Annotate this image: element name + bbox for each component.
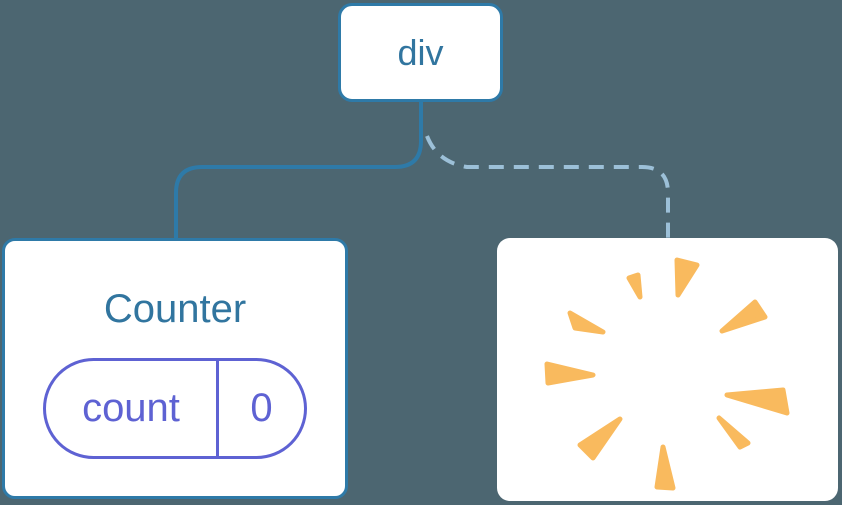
- poof-wedge: [567, 310, 606, 335]
- removed-component-card: [497, 238, 838, 501]
- node-div-label: div: [397, 31, 444, 73]
- poof-wedge: [577, 416, 623, 461]
- state-key-label: count: [46, 361, 219, 456]
- poof-wedge: [719, 299, 768, 334]
- connector-dashed-line: [425, 135, 670, 239]
- poof-wedge: [674, 257, 700, 298]
- state-value-label: 0: [250, 386, 273, 430]
- poof-icon: [544, 257, 790, 491]
- poof-wedge: [716, 415, 751, 450]
- state-pill: count 0: [43, 358, 307, 459]
- counter-title: Counter: [103, 287, 247, 331]
- counter-component-card: Counter count 0: [2, 238, 348, 499]
- node-div: div: [338, 3, 503, 102]
- connector-solid-line: [174, 99, 423, 241]
- poof-wedge: [724, 387, 790, 416]
- poof-wedge: [654, 444, 676, 491]
- poof-wedge: [626, 272, 643, 300]
- poof-wedge: [544, 361, 596, 386]
